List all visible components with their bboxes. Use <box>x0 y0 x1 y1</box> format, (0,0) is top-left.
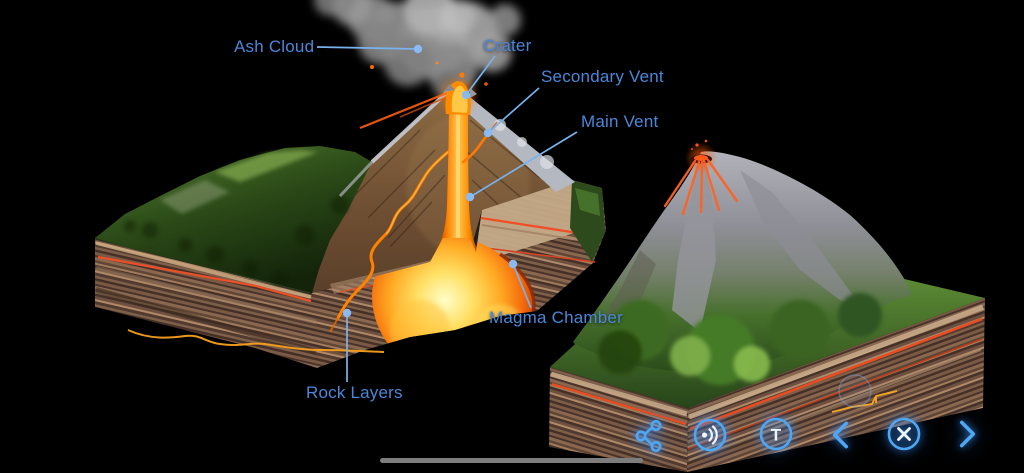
text-labels-toggle-button[interactable]: T <box>754 412 798 456</box>
crater-leader-line <box>465 55 496 96</box>
main-vent-conduit <box>434 98 480 254</box>
share-icon <box>635 420 662 452</box>
secondary-vent-leader-line <box>487 87 540 134</box>
next-button[interactable] <box>945 412 989 456</box>
letter-t-glyph: T <box>771 426 782 445</box>
main-vent-anchor-dot <box>465 192 475 202</box>
close-button[interactable] <box>882 412 926 456</box>
letter-t-icon: T <box>759 417 793 451</box>
callout-lines <box>316 46 578 382</box>
lava-vein-front <box>127 329 385 353</box>
speaker-sound-icon <box>693 418 727 452</box>
crater-anchor-dot <box>461 90 471 100</box>
rock-layers-anchor-dot <box>342 308 352 318</box>
sound-button[interactable] <box>688 413 732 457</box>
close-x-icon <box>887 417 921 451</box>
label-ash-cloud: Ash Cloud <box>234 37 315 56</box>
magma-chamber-anchor-dot <box>508 259 518 269</box>
lava-streak-outer <box>359 91 448 130</box>
exterior-volcano-cone <box>573 139 913 385</box>
secondary-vent-anchor-dot <box>483 128 493 138</box>
forest-terrain-left <box>95 146 605 293</box>
ash-cloud <box>314 0 521 100</box>
summit-crater <box>663 139 739 216</box>
chevron-right-icon <box>959 420 976 448</box>
label-magma-chamber: Magma Chamber <box>489 308 623 327</box>
ash-cloud-anchor-dot <box>413 44 423 54</box>
home-indicator[interactable] <box>380 458 643 463</box>
previous-button[interactable] <box>819 413 863 457</box>
share-button[interactable] <box>628 414 672 458</box>
label-main-vent: Main Vent <box>581 112 659 131</box>
magma-chamber-leader-line <box>512 263 532 309</box>
ash-cloud-leader-line <box>316 46 419 50</box>
main-vent-leader-line <box>469 131 578 198</box>
chevron-left-icon <box>832 421 849 449</box>
callout-dots <box>342 44 518 318</box>
lava-vein-right-face <box>831 390 898 413</box>
label-crater: Crater <box>483 36 532 55</box>
label-rock-layers: Rock Layers <box>306 383 403 402</box>
cone-ridges <box>338 83 575 198</box>
label-secondary-vent: Secondary Vent <box>541 67 664 86</box>
touch-ripple <box>838 374 872 408</box>
